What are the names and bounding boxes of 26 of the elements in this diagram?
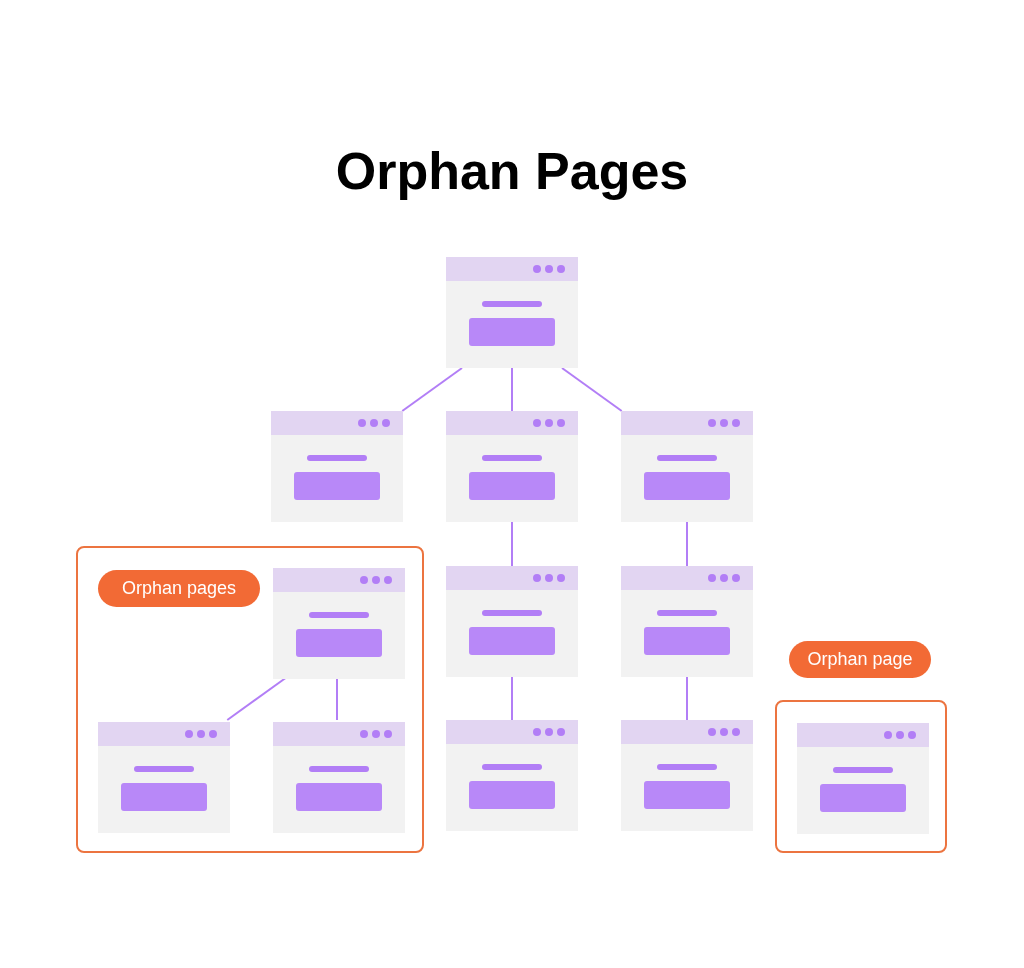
group-frame — [76, 546, 424, 853]
webpage-card — [273, 568, 405, 679]
connector-line — [561, 367, 623, 412]
webpage-card — [273, 722, 405, 833]
orphan-tag — [789, 641, 931, 678]
connector-line — [511, 676, 513, 721]
connector-line — [686, 676, 688, 721]
webpage-card — [446, 720, 578, 831]
group-frame — [775, 700, 947, 853]
webpage-card — [446, 411, 578, 522]
title: Orphan Pages — [334, 141, 690, 202]
webpage-card — [271, 411, 403, 522]
pill-label: Orphan pages — [121, 577, 237, 600]
webpage-card — [98, 722, 230, 833]
webpage-card — [621, 566, 753, 677]
webpage-card — [621, 720, 753, 831]
webpage-card — [446, 257, 578, 368]
webpage-card — [446, 566, 578, 677]
orphan-tag — [98, 570, 260, 607]
webpage-card — [621, 411, 753, 522]
pill-label: Orphan page — [807, 648, 913, 671]
connector-line — [401, 367, 463, 412]
connector-line — [686, 521, 688, 567]
webpage-card — [797, 723, 929, 834]
connector-line — [511, 521, 513, 567]
connector-line — [511, 367, 513, 412]
